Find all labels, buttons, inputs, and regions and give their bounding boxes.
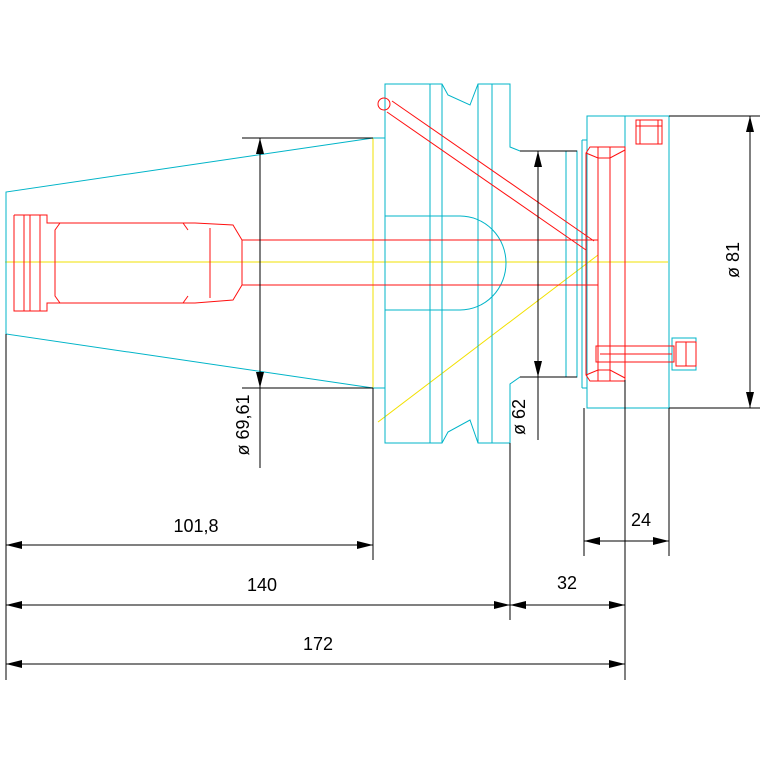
oblique-channel-1 [391, 100, 595, 242]
clamp-bolt [595, 345, 675, 363]
arrow-24-left [584, 537, 600, 545]
insert-seat-chamfer-top [585, 149, 626, 159]
arrow-140-left [6, 601, 22, 609]
arrow-d81-top [746, 116, 754, 132]
bore-outline [13, 214, 243, 312]
arrow-140-right [494, 601, 510, 609]
arrow-101-8-left [6, 541, 22, 549]
dim-text-140: 140 [247, 575, 277, 595]
oblique-channel-2 [386, 111, 587, 251]
arrow-32-left [510, 601, 526, 609]
hidden-internal-parts [13, 97, 697, 382]
arrow-24-right [653, 537, 669, 545]
dim-text-d69-61: ø 69,61 [233, 394, 253, 455]
arrow-32-right [609, 601, 625, 609]
arrow-d62-bottom [534, 361, 542, 377]
arrow-d69-bottom [256, 372, 264, 388]
arrow-172-left [6, 660, 22, 668]
diagonal-construction-line [377, 254, 599, 423]
insert-seat-chamfer-bottom [585, 369, 626, 379]
bore-taper-top [182, 222, 189, 231]
dim-text-24: 24 [631, 510, 651, 530]
centerlines [5, 138, 668, 423]
arrow-d69-top [256, 138, 264, 154]
flange-outline [384, 83, 578, 444]
bore-taper-bottom [182, 295, 189, 304]
arrow-d81-bottom [746, 392, 754, 408]
arrow-172-right [609, 660, 625, 668]
flange-slot-arc [459, 215, 507, 311]
dim-text-32: 32 [557, 573, 577, 593]
channel-plug [377, 97, 391, 111]
head-outline [586, 115, 670, 409]
dim-text-101-8: 101,8 [173, 516, 218, 536]
flange [384, 83, 578, 444]
dim-text-172: 172 [303, 634, 333, 654]
arrow-d62-top [534, 151, 542, 167]
arrow-101-8-right [357, 541, 373, 549]
dim-text-d81: ø 81 [723, 242, 743, 278]
dimensions: 101,8 140 32 172 24 ø 69,61 ø 62 ø 81 [5, 115, 760, 680]
taper-outline [5, 137, 374, 389]
bore-inner-left [54, 222, 61, 304]
dim-text-d62: ø 62 [509, 399, 529, 435]
taper-shank [5, 137, 385, 389]
top-screw [635, 119, 663, 145]
